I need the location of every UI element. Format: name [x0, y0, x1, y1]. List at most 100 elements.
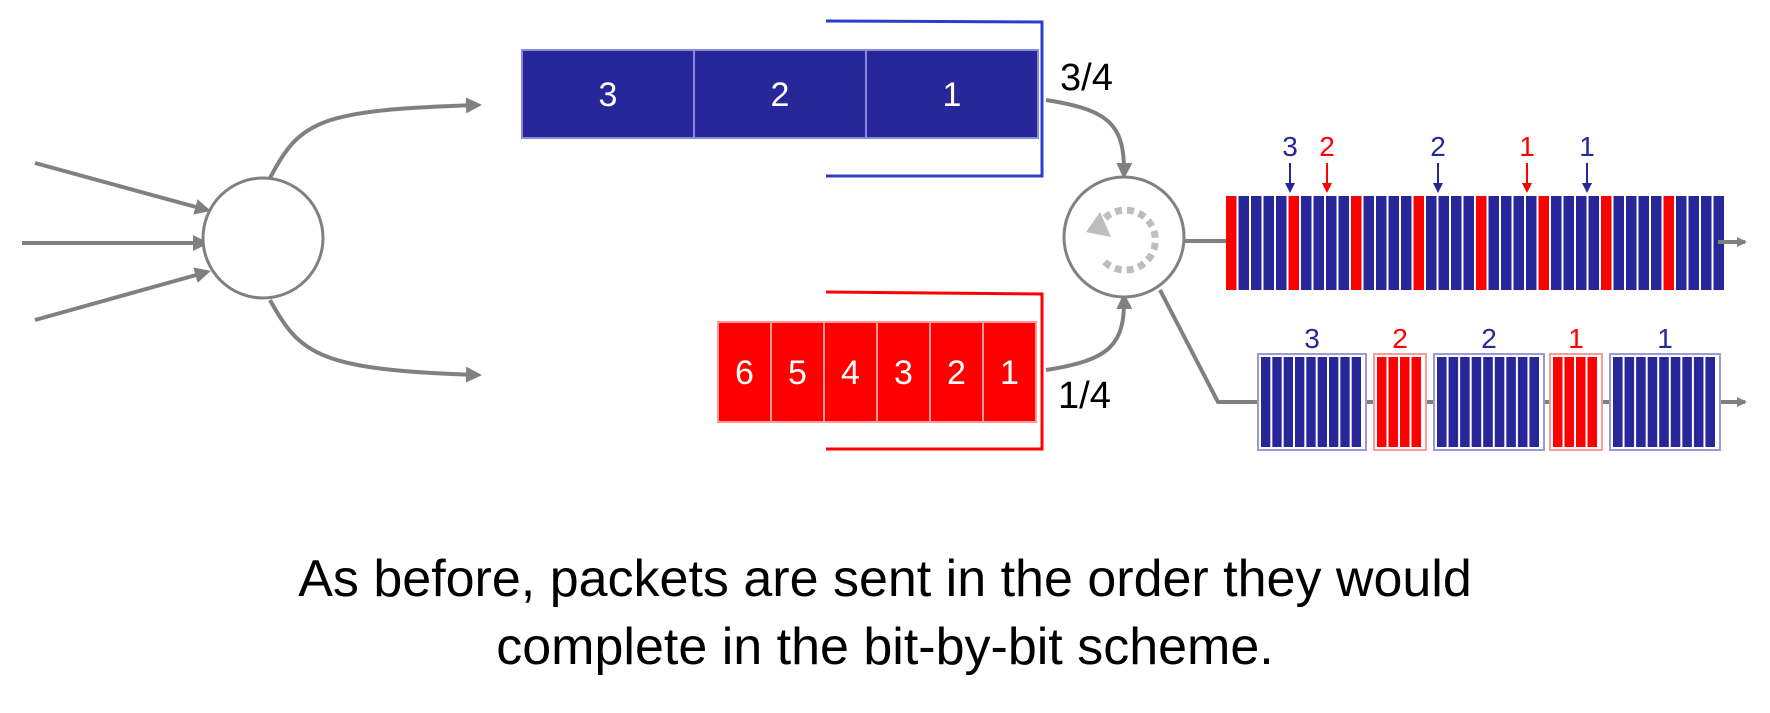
caption-line-1: As before, packets are sent in the order… [298, 550, 1472, 608]
packet-bit [1329, 357, 1339, 447]
packet-bit [1306, 357, 1316, 447]
packet-bit [1705, 357, 1715, 447]
blue-bit [1401, 196, 1412, 290]
red-bit [1663, 196, 1674, 290]
packet-bit [1400, 357, 1410, 447]
packet-stream-label: 1 [1657, 323, 1673, 354]
blue-bit [1576, 196, 1587, 290]
red-bit [1601, 196, 1612, 290]
packet-bit [1553, 357, 1563, 447]
packet-stream-packet: 3 [1257, 323, 1367, 451]
blue-bit [1463, 196, 1474, 290]
red_queue-packet-label: 3 [894, 354, 913, 392]
red-to-scheduler-arrow [1045, 293, 1133, 372]
red-bit [1413, 196, 1424, 290]
bit-stream [1226, 196, 1724, 290]
packet-bit [1261, 357, 1271, 447]
packet-bit [1506, 357, 1516, 447]
blue-bit [1313, 196, 1324, 290]
red_queue-packet-label: 1 [1000, 354, 1019, 392]
packet-bit [1529, 357, 1539, 447]
bit-marker-label: 3 [1282, 131, 1298, 162]
blue-bit [1526, 196, 1537, 290]
packet-bit [1340, 357, 1350, 447]
packet-bit [1377, 357, 1387, 447]
red_queue-packet-label: 2 [947, 354, 966, 392]
blue-bit [1388, 196, 1399, 290]
packet-bit [1693, 357, 1704, 447]
red_queue-packet-label: 5 [788, 354, 807, 392]
classifier-to-blue-arrow [268, 97, 482, 179]
packet-bit [1647, 357, 1658, 447]
blue-bit [1513, 196, 1524, 290]
packet-stream-packet: 1 [1609, 323, 1721, 451]
blue-bit [1701, 196, 1712, 290]
bit-marker-label: 1 [1579, 131, 1595, 162]
blue-bit [1326, 196, 1337, 290]
caption: As before, packets are sent in the order… [0, 545, 1770, 681]
blue_queue-packet-label: 3 [599, 76, 618, 114]
blue-bit [1626, 196, 1637, 290]
packet-stream-label: 1 [1568, 323, 1584, 354]
packet-bit [1448, 357, 1459, 447]
blue-bit [1488, 196, 1499, 290]
packet-bit [1388, 357, 1398, 447]
packet-stream-label: 2 [1392, 323, 1408, 354]
blue-queue-bracket [825, 19, 1044, 178]
blue-bit [1613, 196, 1624, 290]
red_queue-packet [770, 321, 825, 423]
red-queue-bracket [825, 290, 1044, 451]
packet-bit [1682, 357, 1692, 447]
caption-line-2: complete in the bit-by-bit scheme. [496, 618, 1274, 676]
packet-bit [1283, 357, 1293, 447]
packet-bit [1317, 357, 1327, 447]
packet-bit [1636, 357, 1646, 447]
blue-bit [1263, 196, 1274, 290]
blue-bit [1338, 196, 1349, 290]
blue-bit [1301, 196, 1312, 290]
blue-bit [1276, 196, 1287, 290]
blue-weight-label: 3/4 [1060, 57, 1113, 99]
red_queue-packet-label: 6 [735, 354, 754, 392]
blue-bit [1238, 196, 1249, 290]
red_queue-packet [717, 321, 772, 423]
blue-bit [1426, 196, 1437, 290]
bit-marker-label: 2 [1430, 131, 1446, 162]
blue-bit [1251, 196, 1262, 290]
packet-bit [1471, 357, 1482, 447]
red-bit [1226, 196, 1237, 290]
packet-bit [1576, 357, 1586, 447]
packet-bit [1613, 357, 1623, 447]
packet-bit [1483, 357, 1493, 447]
blue-bit [1376, 196, 1387, 290]
packet-bit [1460, 357, 1470, 447]
blue-bit [1651, 196, 1662, 290]
round-robin-arrowhead-icon [1086, 212, 1111, 237]
classifier-to-red-arrow [268, 299, 482, 383]
packet-bit [1517, 357, 1528, 447]
round-robin-icon [1099, 206, 1159, 274]
blue_queue-packet-label: 1 [943, 76, 962, 114]
blue-bit [1363, 196, 1374, 290]
packet-bit [1494, 357, 1505, 447]
packet-bit [1624, 357, 1635, 447]
bit-marker-label: 1 [1519, 131, 1535, 162]
packet-bit [1437, 357, 1447, 447]
packet-stream-packet: 2 [1433, 323, 1545, 451]
blue_queue-packet [521, 49, 695, 139]
blue-bit [1588, 196, 1599, 290]
red-bit [1288, 196, 1299, 290]
blue-bit [1563, 196, 1574, 290]
blue-to-scheduler-arrow [1045, 98, 1133, 179]
packet-bit [1351, 357, 1361, 447]
blue-bit [1451, 196, 1462, 290]
red_queue-packet-label: 4 [841, 354, 860, 392]
packet-bit [1670, 357, 1681, 447]
packet-stream-packet: 1 [1549, 323, 1603, 451]
blue-bit [1551, 196, 1562, 290]
packet-bit [1564, 357, 1574, 447]
